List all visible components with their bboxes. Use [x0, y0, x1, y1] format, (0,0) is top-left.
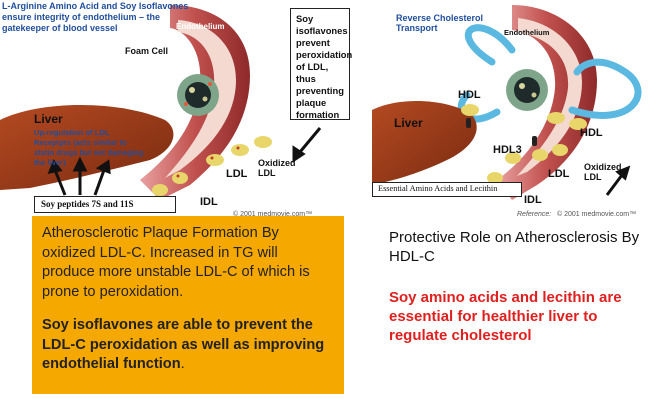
foam-cell-label: Foam Cell — [125, 46, 169, 56]
ldl-label-right: LDL — [548, 168, 570, 180]
hdl-protective-title: Protective Role on Atherosclerosis By HD… — [389, 229, 640, 265]
foam-cell-right — [506, 69, 548, 111]
liver-shape — [0, 105, 174, 190]
plaque-formation-textbox: Atherosclerotic Plaque Formation By oxid… — [32, 216, 344, 394]
hdl-label-1: HDL — [458, 89, 481, 101]
hdl-particles — [461, 104, 587, 196]
endothelium-label-right: Endothelium — [504, 28, 550, 37]
liver-note: Up-regulation of LDL Receptprs (acts sim… — [34, 128, 144, 167]
liver-title: Liver — [34, 112, 63, 126]
statement-period: . — [180, 356, 185, 372]
amino-acids-callout: Essential Amino Acids and Lecithin — [372, 182, 522, 197]
oxidized-ldl-label: Oxidized LDL — [258, 158, 296, 178]
soy-peptides-label: Soy peptides 7S and 11S — [34, 196, 176, 213]
hdl3-label: HDL3 — [493, 144, 522, 156]
plaque-formation-paragraph: Atherosclerotic Plaque Formation By oxid… — [42, 225, 310, 300]
left-copyright: © 2001 medmovie.com™ — [233, 211, 313, 218]
idl-label: IDL — [200, 196, 218, 208]
soy-isoflavone-callout: Soy isoflavones prevent peroxidation of … — [290, 8, 352, 120]
ldl-label: LDL — [226, 168, 248, 180]
amino-arrow — [605, 165, 631, 196]
callout-arrow — [292, 127, 322, 163]
lipoprotein-particles — [152, 136, 272, 196]
right-copyright: © 2001 medmovie.com™ — [557, 211, 637, 218]
liver-title-right: Liver — [394, 116, 423, 130]
top-note: L-Arginine Amino Acid and Soy Isoflavone… — [2, 1, 189, 33]
liver-shape-right — [372, 100, 477, 185]
idl-label-right: IDL — [524, 194, 542, 206]
rct-label: Reverse Cholesterol Transport — [396, 13, 484, 33]
hdl-label-2: HDL — [580, 127, 603, 139]
amino-lecithin-statement: Soy amino acids and lecithin are essenti… — [389, 289, 622, 344]
soy-peptide-arrows — [47, 156, 111, 196]
foam-cell — [177, 74, 219, 116]
soy-isoflavone-bold: Soy isoflavones are able to prevent the … — [42, 317, 325, 372]
soy-isoflavone-statement: Soy isoflavones are able to prevent the … — [42, 316, 334, 375]
reference-label: Reference: — [517, 211, 552, 218]
endothelium-label: Endothelium — [176, 22, 225, 31]
oxidized-ldl-label-right: Oxidized LDL — [584, 162, 622, 182]
left-diagram: L-Arginine Amino Acid and Soy Isoflavone… — [0, 0, 360, 222]
right-diagram: Reverse Cholesterol Transport Endotheliu… — [372, 0, 669, 222]
